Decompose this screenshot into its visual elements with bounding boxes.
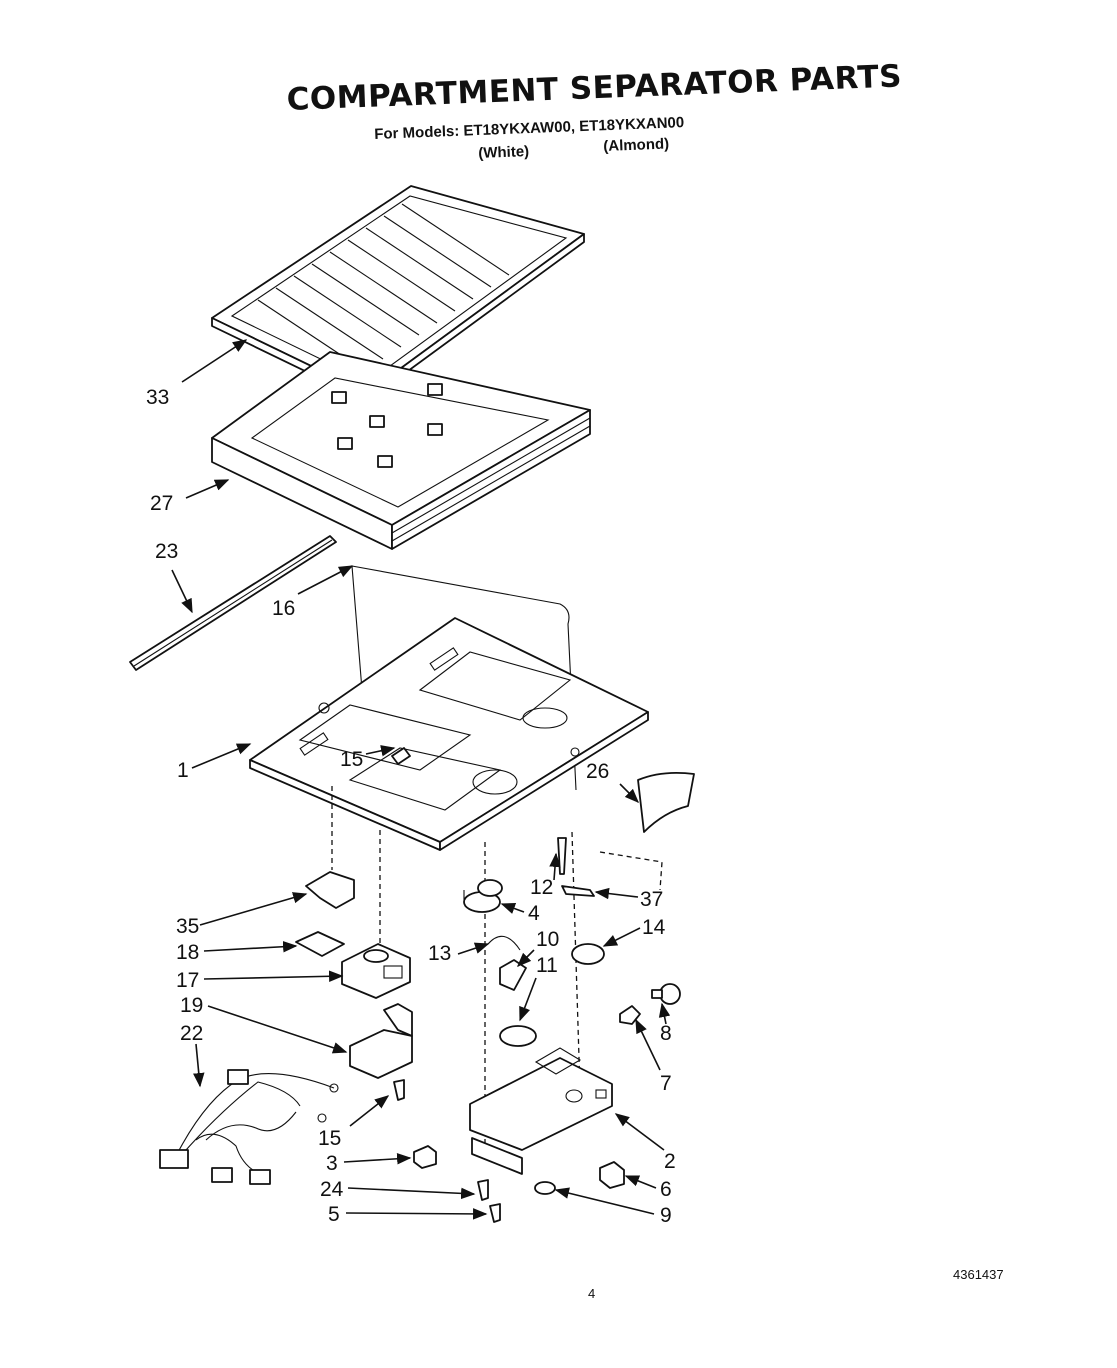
part-8-bulb	[651, 983, 681, 1005]
part-23-strip	[129, 535, 337, 671]
callout-2: 2	[664, 1150, 676, 1173]
part-14-grommet	[571, 943, 605, 965]
part-13-wire	[487, 935, 521, 951]
callout-3: 3	[326, 1152, 338, 1175]
callout-23: 23	[155, 540, 178, 563]
part-26-tape	[637, 771, 695, 833]
callout-22: 22	[180, 1022, 203, 1045]
callout-27: 27	[150, 492, 173, 515]
callout-17: 17	[176, 969, 199, 992]
callout-11: 11	[536, 954, 558, 977]
part-17-housing	[341, 943, 411, 999]
callout-33: 33	[146, 386, 169, 409]
callout-9: 9	[660, 1204, 672, 1227]
part-18-gasket	[295, 931, 345, 957]
callout-14: 14	[642, 916, 666, 939]
part-11-grommet	[499, 1025, 537, 1047]
callout-6: 6	[660, 1178, 672, 1201]
callout-35: 35	[176, 915, 199, 938]
callout-1: 1	[177, 759, 189, 782]
callout-13: 13	[428, 942, 451, 965]
part-9-nut	[534, 1181, 556, 1195]
diagram-code: 4361437	[953, 1267, 1004, 1282]
part-35-clip	[305, 871, 355, 909]
part-3-connector	[413, 1145, 437, 1169]
callout-26: 26	[586, 760, 609, 783]
part-10-thermostat	[499, 959, 527, 991]
part-2-control-bracket	[469, 1047, 613, 1175]
part-19-bracket	[349, 1003, 413, 1079]
page-number: 4	[588, 1286, 596, 1301]
callout-18: 18	[176, 941, 199, 964]
part-5-screw	[489, 1203, 501, 1223]
part-12-screw	[557, 837, 567, 875]
part-1-pan	[249, 617, 649, 851]
part-37-clip	[561, 885, 595, 897]
part-16-wire	[351, 565, 577, 791]
callout-10: 10	[536, 928, 559, 951]
callout-12: 12	[530, 876, 553, 899]
part-24-screw	[477, 1179, 489, 1201]
callout-5: 5	[328, 1203, 340, 1226]
callout-8: 8	[660, 1022, 672, 1045]
part-4-knob	[463, 879, 503, 913]
part-6-switch	[599, 1161, 625, 1189]
callout-15-lower: 15	[318, 1127, 341, 1150]
callout-24: 24	[320, 1178, 344, 1201]
part-15-screw-upper	[391, 747, 411, 765]
callout-7: 7	[660, 1072, 672, 1095]
callout-15-upper: 15	[340, 748, 363, 771]
callout-4: 4	[528, 902, 540, 925]
callout-16: 16	[272, 597, 295, 620]
part-15-screw-lower	[393, 1079, 405, 1101]
callout-37: 37	[640, 888, 663, 911]
part-22-harness	[159, 1069, 339, 1185]
callout-19: 19	[180, 994, 203, 1017]
part-27-frame	[211, 351, 591, 550]
